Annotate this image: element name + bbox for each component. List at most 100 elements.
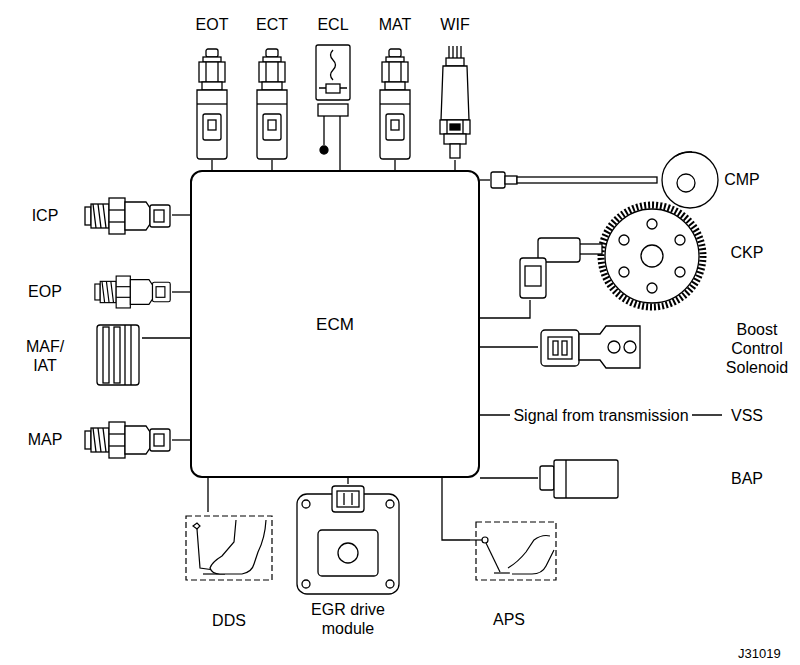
signal-wire [207,478,208,512]
maf-iat-sensor [97,325,139,385]
sensor-node: MAF/ IAT [20,322,142,388]
signal-wire [480,477,538,478]
maf-iat-sensor [114,327,120,383]
mat-sensor [380,49,410,159]
egr-drive-module [343,493,344,505]
egr-drive-module [318,530,378,576]
signal-wire [211,160,212,170]
signal-wire [172,214,190,215]
ect-sensor [257,49,287,159]
bap-sensor [565,460,566,498]
dds-pedal-illustration [197,529,214,570]
wif-sensor [462,120,463,134]
sensor-name: ECL [311,15,355,34]
signal-wire [442,478,470,540]
wif-sensor [449,46,461,58]
sensor-name: MAP [20,430,70,449]
figure-number: J31019 [738,646,781,661]
signal-wire [172,439,190,440]
cmp-sensor [662,152,718,208]
sensor-name: WIF [433,15,477,34]
egr-drive-module [386,580,394,588]
ecl-sensor [339,116,340,160]
sensor-node: BAP [538,456,778,502]
signal-label: Signal from transmission [510,406,691,425]
wif-sensor [444,134,466,144]
sensor-node: CKP [515,200,777,300]
sensor-name: CKP [727,243,767,262]
aps-pedal-illustration [470,522,556,580]
wif-sensor [450,124,460,130]
signal-wire [142,337,190,338]
egr-drive-module [338,543,358,563]
ecl-sensor [316,45,350,100]
sensor-name: Boost Control Solenoid [717,320,797,377]
sensor-name: EOT [190,15,234,34]
bap-sensor [540,460,618,498]
aps-pedal-illustration [470,539,482,540]
boost-control-solenoid [541,330,579,366]
bap-sensor [554,460,618,498]
maf-iat-sensor [103,327,109,383]
cmp-sensor [517,177,657,183]
boost-control-solenoid [579,326,640,368]
egr-drive-module [337,491,359,507]
sensor-node: APS [470,518,550,634]
sensor-node: ECT [250,15,294,160]
sensor-node: ICP [20,194,172,238]
dds-pedal-illustration [186,516,272,580]
signal-wire [347,478,348,484]
sensor-name: MAF/ IAT [21,337,69,375]
wif-sensor [440,120,470,134]
ecl-sensor [323,116,324,145]
sensor-node: MAP [20,418,172,462]
sensor-name: CMP [722,170,762,189]
sensor-node: EGR drive module [292,484,404,642]
sensor-name: DDS [182,611,276,630]
egr-drive-module [386,500,394,508]
wif-sensor [450,144,460,158]
boost-control-solenoid [541,326,640,368]
ecl-sensor [320,146,328,154]
ckp-sensor [520,258,546,298]
maf-iat-sensor [130,325,131,385]
sensor-node: EOP [20,270,172,314]
ckp-sensor [675,235,685,245]
sensor-node: EOT [190,15,234,160]
sensor-name: EOP [20,282,70,301]
sensor-name: ECT [250,15,294,34]
signal-wire [172,291,190,292]
sensor-name: BAP [727,469,767,488]
sensor-node: DDS [182,512,276,634]
cmp-sensor [677,174,695,192]
ckp-sensor [647,219,657,229]
ckp-sensor [619,267,629,277]
cmp-sensor [676,152,692,156]
egr-drive-module [351,493,352,505]
ckp-sensor [647,283,657,293]
ckp-sensor [520,205,703,307]
ecl-sensor [326,84,340,93]
egr-drive-module [297,486,399,594]
signal-wire [480,179,490,180]
dds-pedal-illustration [210,520,266,574]
ckp-sensor [601,205,703,307]
boost-control-solenoid [608,341,620,353]
sensor-name: APS [470,610,548,629]
signal-wire [394,160,395,170]
cmp-sensor [491,152,718,208]
sensor-node: ECL [311,15,355,160]
boost-control-solenoid [548,337,572,359]
control-module-box: ECM [190,170,480,478]
signal-wire [480,346,538,347]
sensor-name: ICP [20,206,70,225]
ecl-sensor [331,50,336,80]
signal-wire [271,160,272,170]
wif-sensor [446,58,464,66]
boost-control-solenoid [553,341,558,355]
dds-pedal-illustration [186,516,272,580]
ckp-sensor [525,266,541,286]
aps-pedal-illustration [508,536,554,575]
ckp-sensor [641,245,663,267]
